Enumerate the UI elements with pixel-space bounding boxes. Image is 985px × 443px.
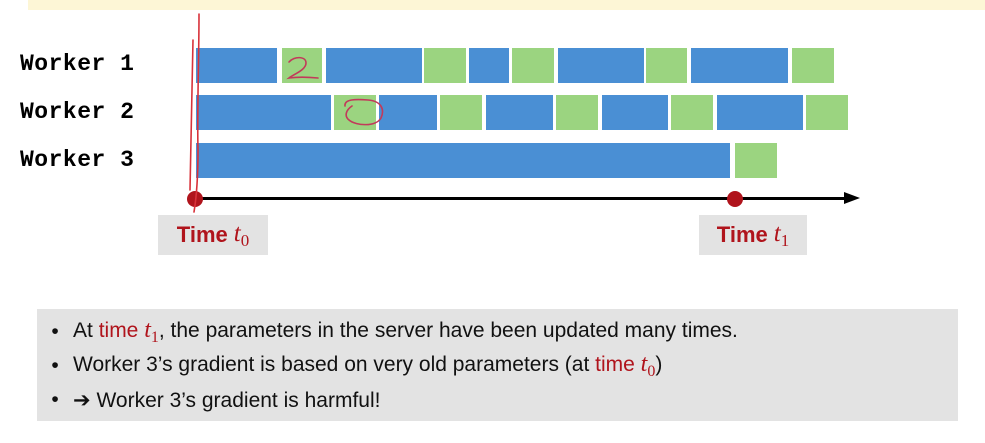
note-1-prefix: At bbox=[73, 319, 99, 342]
worker-2-compute-segment bbox=[602, 95, 668, 130]
bullet-3: • bbox=[51, 388, 59, 411]
pen-scribble-2 bbox=[286, 56, 319, 80]
worker-1-comm-segment bbox=[512, 48, 554, 83]
worker-1-comm-segment bbox=[646, 48, 687, 83]
time-t0-word: Time bbox=[176, 222, 228, 247]
note-2-suffix: ) bbox=[655, 353, 663, 376]
note-line-2-text: Worker 3’s gradient is based on very old… bbox=[73, 351, 662, 381]
time-axis-arrowhead bbox=[844, 192, 860, 204]
bullet-1: • bbox=[51, 320, 59, 343]
worker-1-compute-segment bbox=[558, 48, 644, 83]
time-t0-variable: t0 bbox=[234, 220, 249, 251]
time-t1-var: t bbox=[773, 219, 781, 247]
time-t1-word: Time bbox=[716, 222, 768, 247]
worker-1-comm-segment bbox=[792, 48, 834, 83]
worker-1-compute-segment bbox=[326, 48, 422, 83]
time-t1-label: Time t1 bbox=[699, 215, 807, 255]
worker-1-compute-segment bbox=[469, 48, 509, 83]
bullet-2: • bbox=[51, 354, 59, 377]
time-t1-marker bbox=[727, 191, 743, 207]
note-line-1-text: At time t1, the parameters in the server… bbox=[73, 317, 738, 347]
time-t0-subscript: 0 bbox=[240, 230, 250, 250]
note-1-subscript: 1 bbox=[150, 329, 159, 346]
worker-1-compute-segment bbox=[691, 48, 788, 83]
time-t0-label: Time t0 bbox=[158, 215, 268, 255]
note-2-var: t0 bbox=[640, 351, 656, 380]
time-t1-subscript: 1 bbox=[780, 230, 790, 250]
worker-2-compute-segment bbox=[196, 95, 331, 130]
time-axis bbox=[194, 197, 846, 200]
worker-2-label: Worker 2 bbox=[20, 99, 135, 125]
worker-2-comm-segment bbox=[806, 95, 848, 130]
pen-scribble-0 bbox=[344, 98, 384, 126]
worker-2-compute-segment bbox=[379, 95, 437, 130]
note-1-var-letter: t bbox=[144, 317, 151, 343]
note-line-3-text: ➔ Worker 3’s gradient is harmful! bbox=[73, 388, 380, 413]
worker-2-comm-segment bbox=[440, 95, 482, 130]
worker-3-compute-segment bbox=[196, 143, 730, 178]
worker-2-comm-segment bbox=[671, 95, 713, 130]
note-2-subscript: 0 bbox=[647, 363, 656, 380]
note-1-suffix: , the parameters in the server have been… bbox=[158, 319, 738, 342]
note-2-prefix: Worker 3’s gradient is based on very old… bbox=[73, 353, 596, 376]
pen-vertical-stroke bbox=[189, 13, 200, 213]
worker-2-compute-segment bbox=[717, 95, 803, 130]
note-1-var: t1 bbox=[144, 317, 159, 346]
worker-2-comm-segment bbox=[556, 95, 598, 130]
top-banner-strip bbox=[28, 0, 985, 10]
worker-1-label: Worker 1 bbox=[20, 51, 135, 77]
time-t1-variable: t1 bbox=[774, 220, 789, 251]
notes-panel: • At time t1, the parameters in the serv… bbox=[37, 309, 958, 421]
arrow-icon: ➔ bbox=[73, 388, 91, 412]
worker-3-label: Worker 3 bbox=[20, 147, 135, 173]
worker-1-comm-segment bbox=[424, 48, 466, 83]
note-1-highlight: time bbox=[98, 319, 145, 342]
worker-3-comm-segment bbox=[735, 143, 777, 178]
note-2-var-letter: t bbox=[640, 351, 648, 377]
worker-2-compute-segment bbox=[486, 95, 553, 130]
note-2-highlight: time bbox=[595, 353, 641, 376]
note-3-text: Worker 3’s gradient is harmful! bbox=[96, 388, 381, 412]
time-t0-var: t bbox=[233, 219, 241, 247]
worker-1-compute-segment bbox=[196, 48, 277, 83]
